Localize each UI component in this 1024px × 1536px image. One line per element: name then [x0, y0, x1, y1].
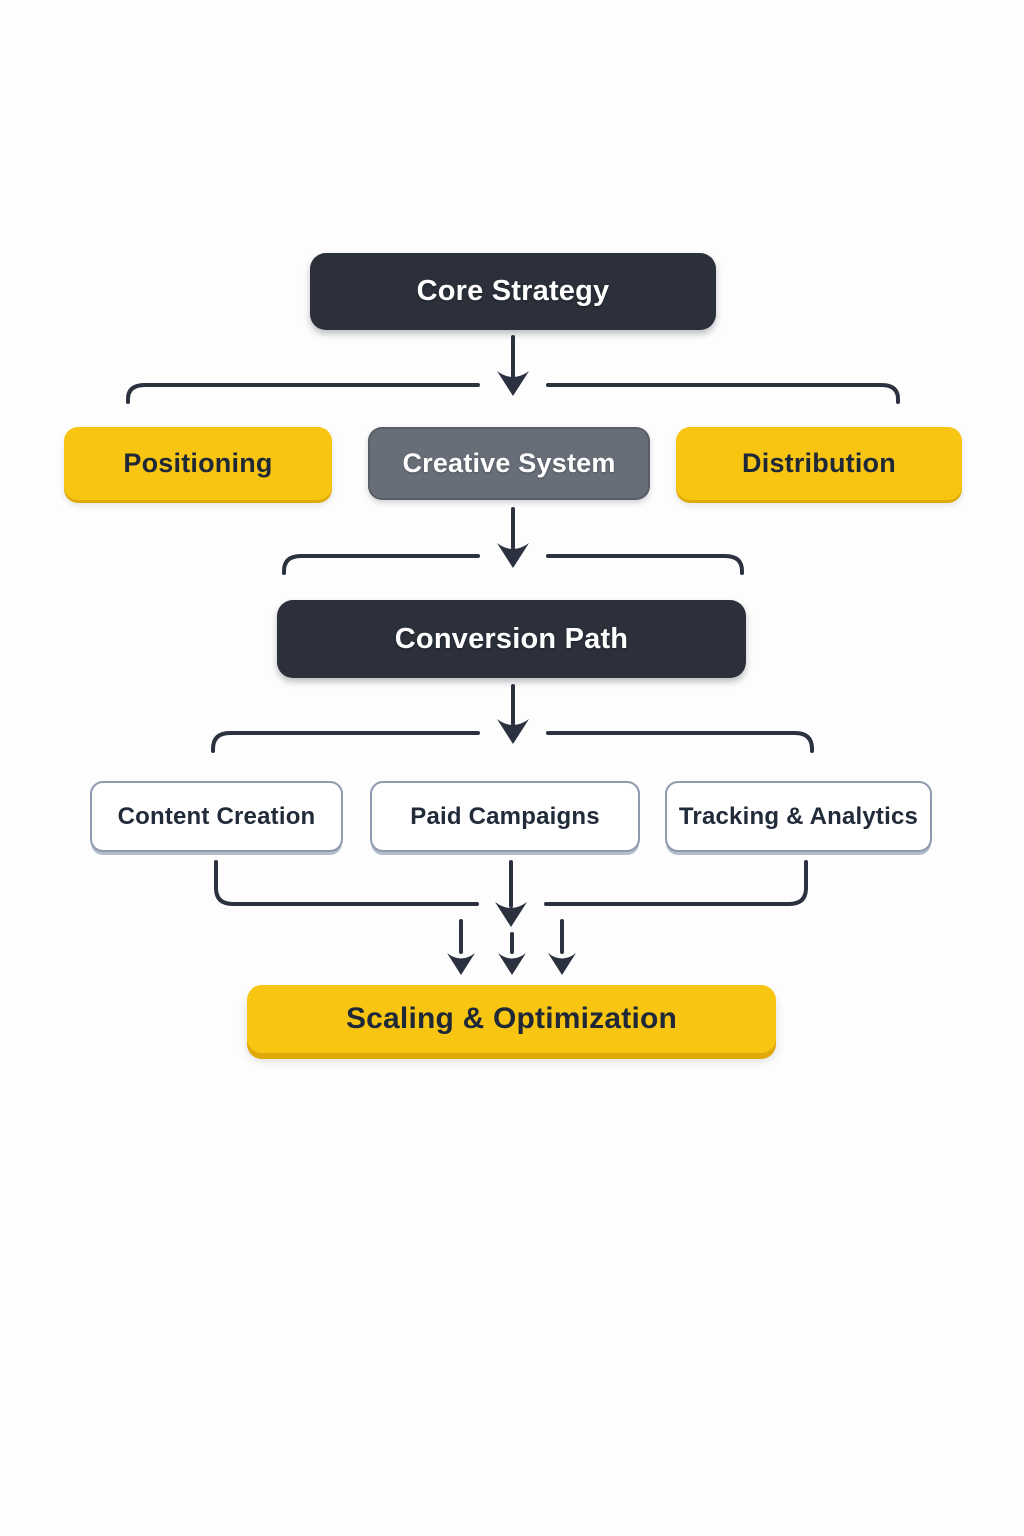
converge-left — [214, 860, 479, 906]
arrowhead — [495, 902, 527, 927]
arrowhead — [497, 543, 529, 568]
node-creative-system: Creative System — [368, 427, 650, 500]
node-paid-campaigns: Paid Campaigns — [370, 781, 640, 852]
bracket-top-left — [126, 383, 480, 404]
node-positioning: Positioning — [64, 427, 332, 500]
node-tracking-analytics: Tracking & Analytics — [665, 781, 932, 852]
node-content-creation: Content Creation — [90, 781, 343, 852]
bracket-top-right — [546, 383, 900, 404]
node-distribution: Distribution — [676, 427, 962, 500]
arrowhead — [497, 719, 529, 744]
arrowhead — [497, 371, 529, 396]
arrowhead — [447, 953, 475, 975]
node-core-strategy: Core Strategy — [310, 253, 716, 330]
converge-right — [544, 860, 808, 906]
bracket-row-left — [211, 731, 480, 753]
node-conversion-path: Conversion Path — [277, 600, 746, 678]
node-scaling-optimization: Scaling & Optimization — [247, 985, 776, 1053]
bracket-mid-left — [282, 554, 480, 575]
arrowhead — [498, 953, 526, 975]
bracket-row-right — [546, 731, 814, 753]
arrowhead — [548, 953, 576, 975]
bracket-mid-right — [546, 554, 744, 575]
